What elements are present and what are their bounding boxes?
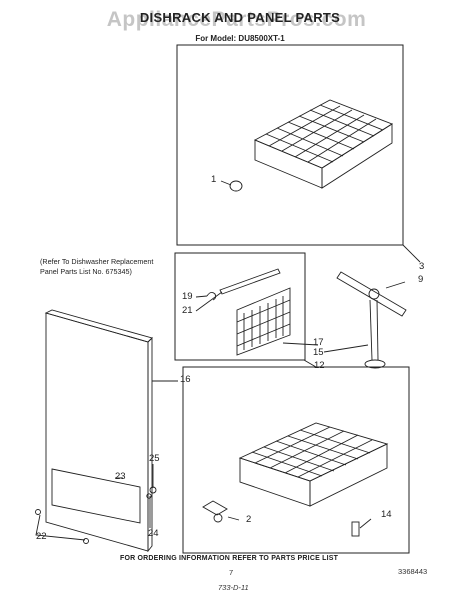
callout-22: 22	[36, 531, 47, 542]
upper-rack-drawing	[253, 99, 393, 189]
callout-1: 1	[211, 174, 217, 185]
callout-15: 15	[313, 347, 324, 358]
part-15-tube	[364, 299, 386, 369]
part-25-fastener	[149, 486, 157, 494]
callout-3: 3	[419, 261, 425, 272]
door-panel	[44, 309, 153, 553]
callout-14: 14	[381, 509, 392, 520]
document-number: 3368443	[398, 567, 428, 576]
lower-rack-drawing	[238, 422, 389, 507]
page-number: 7	[229, 568, 234, 577]
callout-24: 24	[148, 528, 159, 539]
handwritten-code: 733-D-11	[218, 583, 249, 592]
callout-9: 9	[418, 274, 424, 285]
part-24-fastener	[146, 493, 152, 499]
leader-15	[323, 344, 369, 353]
callout-23: 23	[115, 471, 126, 482]
panel-reference-note-line-2: Panel Parts List No. 675345)	[40, 267, 132, 276]
panel-parts-frame	[174, 252, 306, 361]
panel-parts-drawing	[195, 268, 291, 356]
callout-2: 2	[246, 514, 252, 525]
panel-reference-note: (Refer To Dishwasher Replacement Panel P…	[40, 257, 153, 277]
upper-rack-frame	[176, 44, 404, 246]
leader-12	[303, 359, 317, 368]
lower-rack-frame	[182, 366, 410, 554]
callout-16: 16	[180, 374, 191, 385]
leader-22	[35, 514, 86, 541]
callout-12: 12	[314, 360, 325, 371]
ordering-information-note: FOR ORDERING INFORMATION REFER TO PARTS …	[120, 555, 339, 562]
part-14-cylinder	[351, 518, 372, 537]
callout-19: 19	[182, 291, 193, 302]
screw-left	[35, 509, 41, 515]
callout-21: 21	[182, 305, 193, 316]
screw-bottom	[83, 538, 89, 544]
part-1-knob	[220, 180, 243, 192]
leader-17	[282, 342, 319, 346]
leader-3	[402, 244, 421, 263]
part-9-spray-arm	[336, 271, 407, 317]
callout-17: 17	[313, 337, 324, 348]
page-title: DISHRACK AND PANEL PARTS	[139, 10, 341, 25]
model-number: For Model: DU8500XT-1	[195, 34, 285, 43]
panel-reference-note-line-1: (Refer To Dishwasher Replacement	[40, 257, 154, 266]
watermark: AppliancePartsPros.com	[106, 8, 367, 31]
part-2-roller	[202, 500, 240, 523]
callout-25: 25	[149, 453, 160, 464]
